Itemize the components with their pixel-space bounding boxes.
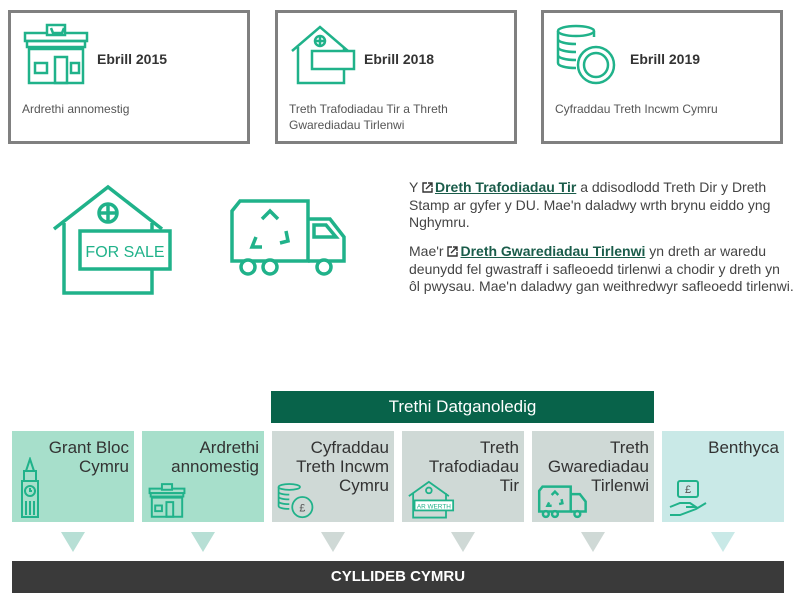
recycling-truck-icon [537, 485, 587, 519]
paragraph-landfill-tax: Mae'r Dreth Gwarediadau Tirlenwi yn dret… [409, 243, 794, 296]
recycling-truck-icon [230, 199, 346, 276]
paragraph-text: yn dreth ar waredu deunydd fel gwastraff… [409, 243, 794, 294]
shop-icon [23, 23, 89, 85]
external-link-icon [422, 182, 433, 193]
arrow-down-icon [321, 532, 345, 552]
landfill-tax-link[interactable]: Dreth Gwarediadau Tirlenwi [460, 243, 646, 259]
arrow-down-icon [711, 532, 735, 552]
house-sign-icon [291, 25, 356, 85]
paragraph-prefix: Y [409, 179, 419, 195]
card-desc: Treth Trafodiadau Tir a Threth Gwarediad… [289, 102, 448, 132]
land-transaction-tax-link[interactable]: Dreth Trafodiadau Tir [434, 179, 577, 195]
paragraph-prefix: Mae'r [409, 243, 444, 259]
column-land-transaction-tax: Treth Trafodiadau Tir AR WERTH [402, 431, 524, 522]
column-borrowing: Benthyca £ [662, 431, 784, 522]
arrow-down-icon [61, 532, 85, 552]
shop-icon [148, 483, 186, 518]
column-label: Grant Bloc Cymru [48, 438, 129, 476]
card-date: Ebrill 2019 [630, 51, 701, 67]
house-sign-icon: AR WERTH [408, 480, 455, 519]
devolved-taxes-banner: Trethi Datganoledig [271, 391, 654, 423]
svg-text:£: £ [299, 502, 305, 514]
card-date: Ebrill 2015 [97, 51, 168, 67]
card-2019: Ebrill 2019 Cyfraddau Treth Incwm Cymru [541, 10, 783, 144]
hand-money-icon: £ [669, 480, 707, 516]
card-date: Ebrill 2018 [364, 51, 435, 67]
arrow-down-icon [451, 532, 475, 552]
for-sale-sign-text: AR WERTH [417, 503, 451, 510]
external-link-icon [447, 246, 459, 257]
card-2015: Ebrill 2015 Ardrethi annomestig [8, 10, 250, 144]
welsh-budget-footer: CYLLIDEB CYMRU [12, 561, 784, 593]
column-non-domestic-rates: Ardrethi annomestig [142, 431, 264, 522]
column-label: Treth Trafodiadau Tir [428, 438, 519, 495]
big-ben-icon [21, 457, 39, 518]
column-label: Ardrethi annomestig [171, 438, 259, 476]
card-desc: Cyfraddau Treth Incwm Cymru [555, 102, 718, 116]
column-landfill-tax: Treth Gwarediadau Tirlenwi [532, 431, 654, 522]
card-2018: Ebrill 2018 Treth Trafodiadau Tir a Thre… [275, 10, 517, 144]
arrow-down-icon [191, 532, 215, 552]
paragraph-land-transaction-tax: Y Dreth Trafodiadau Tir a ddisodlodd Tre… [409, 179, 794, 232]
svg-text:£: £ [685, 484, 691, 496]
paragraph-text: a ddisodlodd Treth Dir y Dreth Stamp ar … [409, 179, 771, 230]
column-label: Treth Gwarediadau Tirlenwi [547, 438, 649, 495]
column-block-grant: Grant Bloc Cymru [12, 431, 134, 522]
arrow-down-icon [581, 532, 605, 552]
coins-icon: £ [277, 483, 314, 519]
for-sale-sign-text: FOR SALE [85, 244, 164, 261]
column-income-tax-rates: Cyfraddau Treth Incwm Cymru £ [272, 431, 394, 522]
column-label: Cyfraddau Treth Incwm Cymru [296, 438, 389, 495]
column-label: Benthyca [708, 438, 779, 457]
coins-icon [556, 24, 616, 85]
card-desc: Ardrethi annomestig [22, 102, 130, 116]
house-for-sale-icon: FOR SALE [52, 184, 172, 295]
